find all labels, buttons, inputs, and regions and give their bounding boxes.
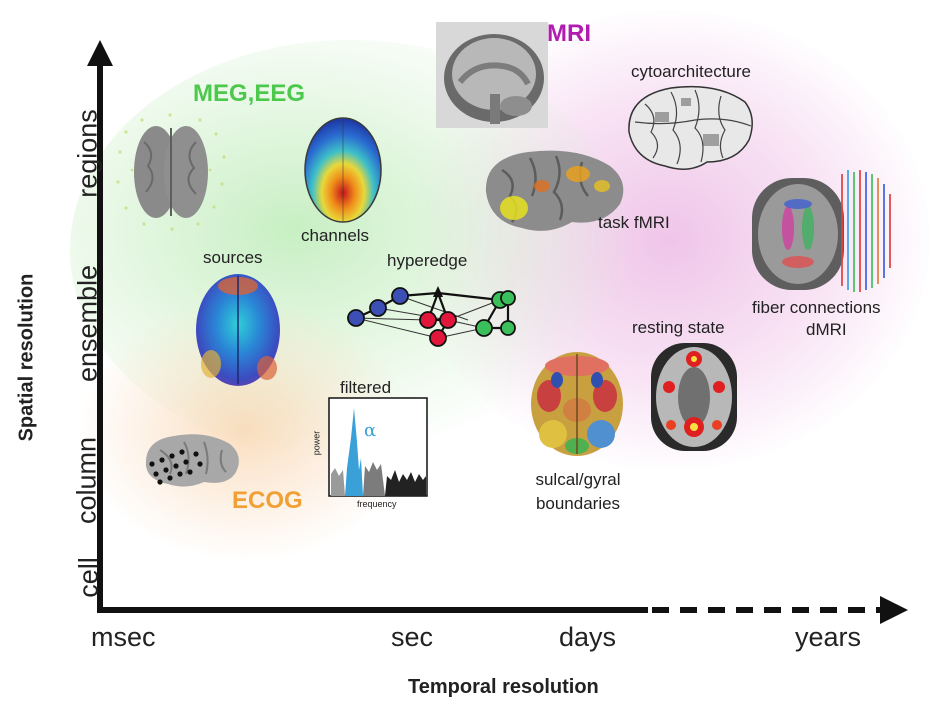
resting-state-label: resting state — [632, 318, 725, 337]
dmri-label: dMRI — [806, 320, 847, 339]
y-axis-arrowhead — [87, 40, 113, 66]
node-blue-2 — [369, 299, 387, 317]
channels-label: channels — [301, 226, 370, 245]
x-tick-sec: sec — [391, 622, 434, 652]
task-fmri-label: task fMRI — [598, 213, 670, 232]
node-blue-1 — [347, 309, 365, 327]
hyperedge-label: hyperedge — [387, 251, 468, 270]
sulcal-gyral-label: sulcal/gyral — [535, 470, 621, 489]
sources-label: sources — [203, 248, 263, 267]
x-tick-days: days — [559, 622, 617, 652]
node-red-1 — [419, 311, 437, 329]
mri-sagittal-image — [436, 22, 548, 128]
fiber-connections-label: fiber connections — [752, 298, 881, 317]
node-red-3 — [429, 329, 447, 347]
channels-topomap-image — [304, 117, 382, 223]
y-tick-column: column — [71, 436, 102, 525]
node-green-3 — [500, 290, 516, 306]
y-tick-ensemble: ensemble — [72, 264, 103, 383]
frequency-axis-label: frequency — [357, 499, 397, 509]
mri-label: MRI — [547, 20, 591, 47]
meg-eeg-label: MEG,EEG — [193, 80, 306, 107]
eeg-brain-sensors-image — [116, 113, 226, 231]
ecog-label: ECOG — [232, 487, 303, 514]
x-axis-title: Temporal resolution — [408, 676, 599, 698]
sulcal-gyral-brain-image — [531, 352, 623, 456]
power-axis-label: power — [311, 430, 322, 456]
filtered-label: filtered — [340, 378, 392, 397]
x-axis-arrowhead — [880, 596, 908, 624]
alpha-label: α — [364, 420, 377, 441]
fiber-connections-dmri-image — [752, 170, 891, 292]
node-blue-3 — [391, 287, 409, 305]
hyperedge-network-graph — [347, 286, 516, 347]
y-tick-cell: cell — [73, 557, 104, 598]
cytoarchitecture-brain-image — [628, 85, 753, 170]
y-tick-regions: regions — [72, 109, 103, 198]
y-axis-title: Spatial resolution — [15, 273, 38, 442]
node-red-2 — [439, 311, 457, 329]
x-tick-msec: msec — [91, 622, 156, 652]
sources-brain-image — [196, 274, 280, 386]
ecog-brain-electrodes-image — [145, 434, 239, 487]
task-fmri-brain-image — [485, 150, 624, 231]
x-tick-years: years — [795, 622, 862, 652]
node-green-4 — [500, 320, 516, 336]
cytoarchitecture-label: cytoarchitecture — [631, 62, 751, 81]
filtered-spectrum-plot — [328, 397, 428, 497]
resting-state-brain-image — [651, 343, 737, 451]
node-green-1 — [475, 319, 493, 337]
boundaries-label: boundaries — [535, 494, 621, 513]
